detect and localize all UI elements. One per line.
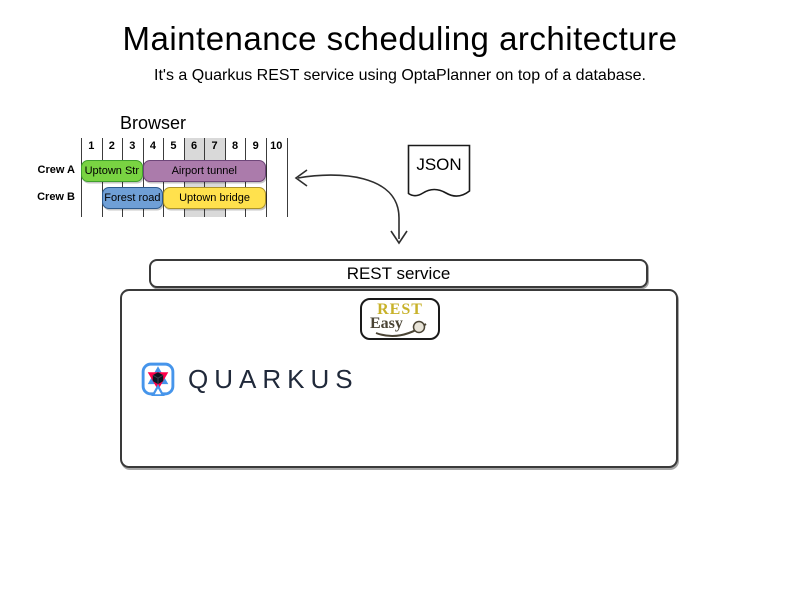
gantt-gridline <box>286 138 288 217</box>
json-flow-arrow <box>294 169 408 245</box>
resteasy-rest-text: REST <box>377 301 423 318</box>
rest-service-label: REST service <box>346 264 451 283</box>
gantt-column-header: 4 <box>149 140 156 152</box>
gantt-column-header: 8 <box>232 140 239 152</box>
gantt-column-header: 2 <box>108 140 115 152</box>
resteasy-swoosh-icon <box>375 320 427 337</box>
gantt-task: Forest road <box>101 187 164 209</box>
page-title: Maintenance scheduling architecture <box>122 20 678 57</box>
gantt-column-header: 9 <box>252 140 259 152</box>
gantt-row-label: Crew A <box>37 164 76 176</box>
gantt-task: Uptown Str <box>81 160 143 182</box>
quarkus-icon <box>141 362 175 396</box>
gantt-gridline <box>265 138 267 217</box>
arrowhead-left-icon <box>294 169 308 187</box>
gantt-task: Uptown bridge <box>163 187 266 209</box>
arrowhead-down-icon <box>390 230 408 245</box>
gantt-task: Airport tunnel <box>142 160 266 182</box>
rest-service-box: REST service <box>149 259 648 288</box>
resteasy-logo: REST Easy <box>360 298 440 340</box>
gantt-column-header: 7 <box>211 140 218 152</box>
gantt-column-header: 1 <box>88 140 95 152</box>
gantt-column-header: 10 <box>270 140 283 152</box>
gantt-column-header: 5 <box>170 140 177 152</box>
json-document-icon <box>407 144 471 197</box>
gantt-column-header: 3 <box>129 140 136 152</box>
resteasy-easy-text: Easy <box>370 315 403 332</box>
browser-label: Browser <box>119 113 186 133</box>
gantt-row-label: Crew B <box>37 191 75 203</box>
quarkus-logo: QUARKUS <box>141 361 359 397</box>
quarkus-wordmark: QUARKUS <box>188 363 359 394</box>
page-subtitle: It's a Quarkus REST service using OptaPl… <box>154 67 646 84</box>
gantt-column-header: 6 <box>190 140 198 152</box>
json-label: JSON <box>416 155 462 174</box>
